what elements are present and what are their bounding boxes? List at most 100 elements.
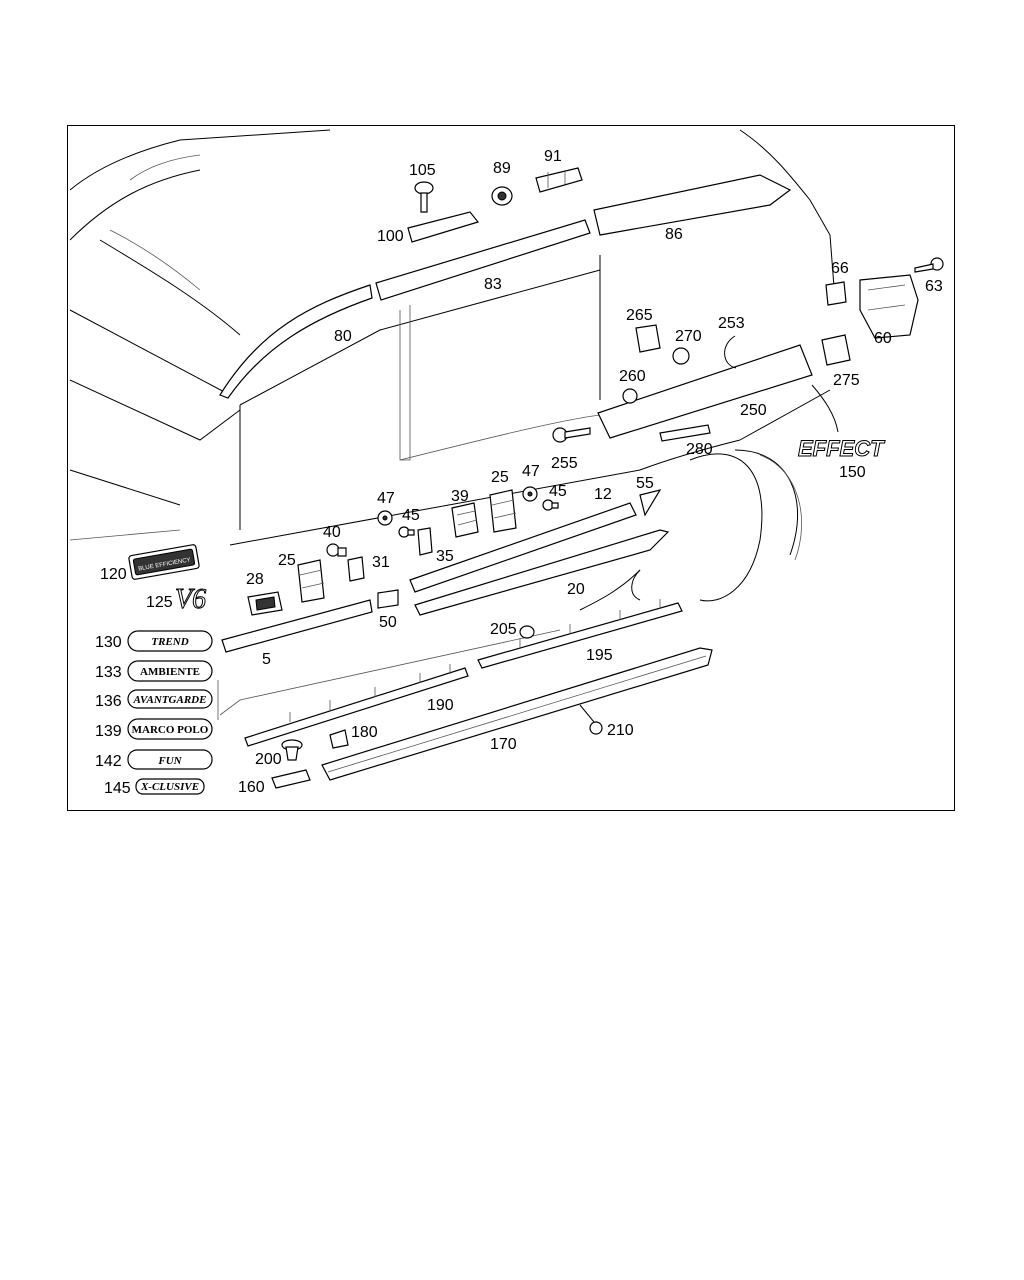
label-47a: 47	[377, 490, 395, 507]
roof-rail-80	[219, 284, 373, 399]
label-205: 205	[490, 621, 517, 638]
label-275: 275	[833, 372, 860, 389]
label-66: 66	[831, 260, 849, 277]
screw-105	[414, 181, 434, 213]
label-5: 5	[262, 651, 271, 668]
label-200: 200	[255, 751, 282, 768]
label-91: 91	[544, 148, 562, 165]
roof-rail-83	[375, 219, 591, 301]
molding-20	[414, 529, 670, 616]
clip-39	[451, 502, 479, 538]
badge-avantgarde: AVANTGARDE	[127, 689, 213, 709]
label-80: 80	[334, 328, 352, 345]
label-55: 55	[636, 475, 654, 492]
clip-66	[825, 281, 847, 306]
badge-marco-polo: MARCO POLO	[127, 718, 213, 740]
diagram-frame	[67, 125, 955, 811]
screw-45a	[398, 526, 415, 538]
label-25a: 25	[491, 469, 509, 486]
label-28: 28	[246, 571, 264, 588]
label-260: 260	[619, 368, 646, 385]
label-253: 253	[718, 315, 745, 332]
washer-205	[519, 625, 535, 639]
grommet-200	[281, 739, 303, 761]
badge-trend-text: TREND	[151, 636, 188, 648]
badge-ambiente-text: AMBIENTE	[140, 666, 200, 678]
leader-150	[811, 384, 839, 433]
label-250: 250	[740, 402, 767, 419]
screw-45b	[542, 499, 559, 511]
label-265: 265	[626, 307, 653, 324]
badge-avantgarde-text: AVANTGARDE	[133, 694, 207, 706]
label-86: 86	[665, 226, 683, 243]
clip-91	[535, 167, 583, 193]
label-130: 130	[95, 634, 122, 651]
end-cap-55	[639, 489, 662, 517]
label-139: 139	[95, 723, 122, 740]
label-45b: 45	[549, 483, 567, 500]
seal-253	[724, 335, 737, 369]
vehicle-outline	[69, 129, 836, 720]
label-180: 180	[351, 724, 378, 741]
label-142: 142	[95, 753, 122, 770]
nut-270	[672, 347, 690, 365]
label-12: 12	[594, 486, 612, 503]
washer-47a	[377, 510, 393, 526]
label-31: 31	[372, 554, 390, 571]
clip-180	[329, 729, 349, 749]
nut-260	[622, 388, 638, 404]
label-255: 255	[551, 455, 578, 472]
label-145: 145	[104, 780, 131, 797]
label-105: 105	[409, 162, 436, 179]
label-100: 100	[377, 228, 404, 245]
label-63: 63	[925, 278, 943, 295]
screw-255	[552, 427, 591, 443]
cap-275	[821, 334, 851, 366]
badge-effect: EFFECT	[798, 436, 885, 461]
clip-35	[417, 527, 433, 556]
badge-marco-polo-text: MARCO POLO	[132, 724, 209, 736]
label-160: 160	[238, 779, 265, 796]
clip-25b	[489, 489, 517, 533]
clip-rail-195	[477, 599, 683, 669]
washer-47b	[522, 486, 538, 502]
label-40: 40	[323, 524, 341, 541]
strip-280	[659, 424, 711, 442]
label-170: 170	[490, 736, 517, 753]
bracket-60	[859, 274, 919, 339]
callout-labels: 105 89 91 100 86 83 80 66 63 60 265 270 …	[95, 148, 943, 797]
label-47b: 47	[522, 463, 540, 480]
label-133: 133	[95, 664, 122, 681]
grommet-89	[491, 186, 513, 206]
badge-v6: V6	[175, 584, 206, 615]
screw-210	[579, 704, 603, 735]
clip-31	[347, 556, 365, 582]
clip-25a	[297, 559, 325, 603]
label-20: 20	[567, 581, 585, 598]
clip-265	[635, 324, 661, 353]
label-136: 136	[95, 693, 122, 710]
label-190: 190	[427, 697, 454, 714]
label-280: 280	[686, 441, 713, 458]
label-89: 89	[493, 160, 511, 177]
label-210: 210	[607, 722, 634, 739]
badge-xclusive: X-CLUSIVE	[135, 778, 205, 795]
clip-rail-190	[244, 664, 469, 747]
end-cap-50	[377, 589, 399, 609]
badge-ambiente: AMBIENTE	[127, 660, 213, 682]
cap-100	[407, 211, 480, 243]
sill-170	[321, 647, 713, 781]
label-25b: 25	[278, 552, 296, 569]
label-150: 150	[839, 464, 866, 481]
badge-trend: TREND	[127, 630, 213, 652]
molding-5	[221, 599, 373, 653]
badge-fun: FUN	[127, 749, 213, 770]
clip-160	[271, 769, 311, 789]
label-125: 125	[146, 594, 173, 611]
label-60: 60	[874, 330, 892, 347]
label-120: 120	[100, 566, 127, 583]
label-45a: 45	[402, 507, 420, 524]
label-35: 35	[436, 548, 454, 565]
badge-blue-efficiency: BLUE EFFICIENCY	[128, 544, 200, 580]
